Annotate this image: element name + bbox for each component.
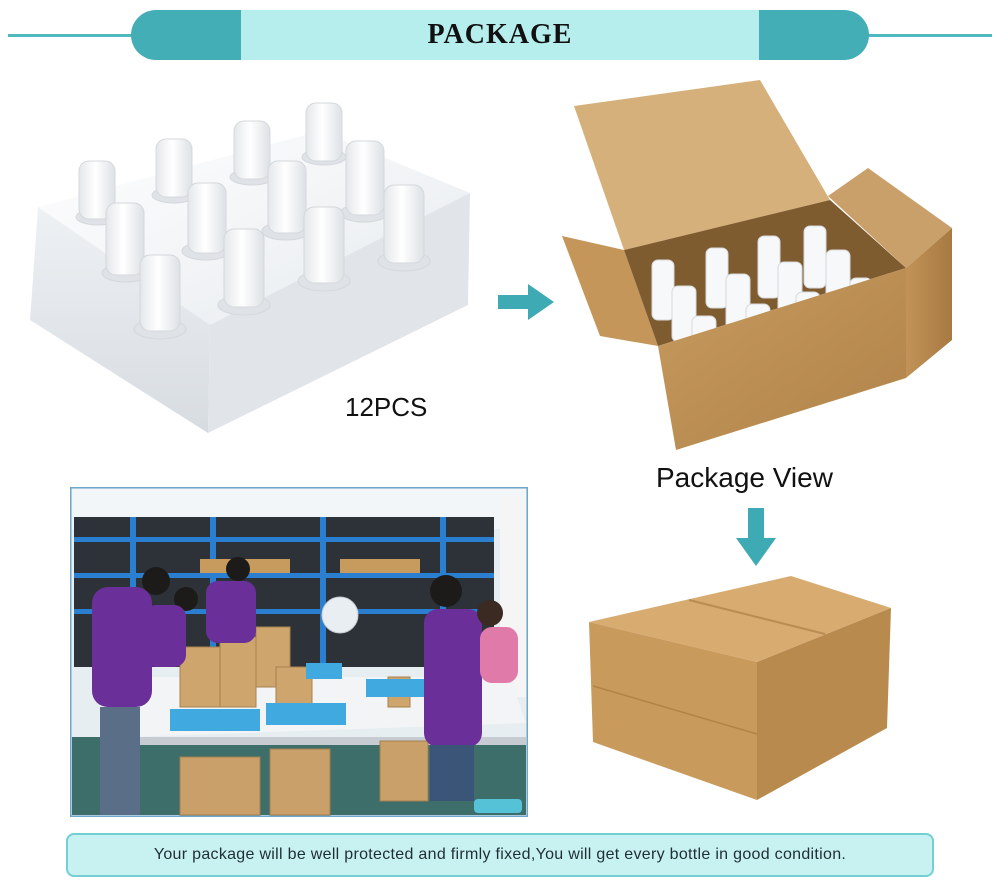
header-banner: PACKAGE — [131, 10, 869, 60]
banner-line-right — [868, 34, 992, 37]
arrow-right-icon — [498, 284, 554, 320]
factory-packing-photo — [70, 487, 528, 817]
package-view-label: Package View — [656, 462, 833, 493]
foam-tray-image — [30, 102, 470, 433]
footer-message: Your package will be well protected and … — [153, 846, 847, 863]
page-title: PACKAGE — [427, 19, 573, 50]
header-banner-center: PACKAGE — [241, 10, 759, 60]
closed-box-image — [589, 576, 891, 800]
footer-message-box: Your package will be well protected and … — [66, 833, 934, 877]
arrow-down-icon — [736, 508, 776, 566]
banner-line-left — [8, 34, 133, 37]
open-box-image — [562, 80, 952, 450]
foam-count-label: 12PCS — [345, 392, 428, 422]
